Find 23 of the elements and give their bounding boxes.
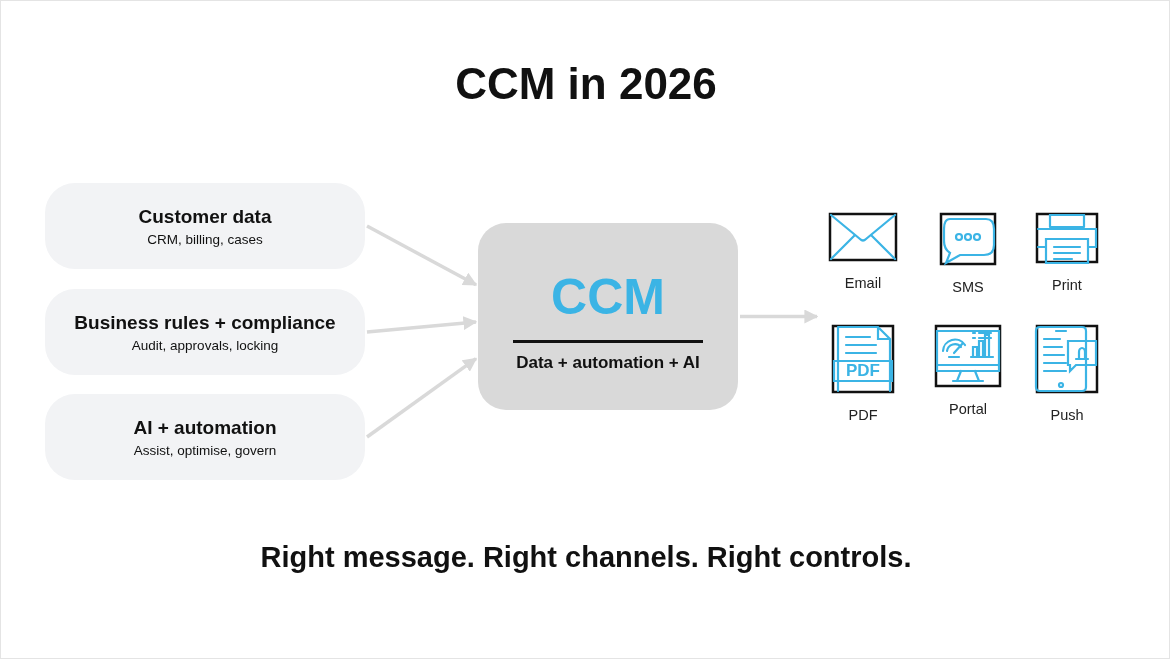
card-heading: AI + automation bbox=[133, 416, 277, 439]
arrow bbox=[366, 316, 478, 334]
card-heading: Customer data bbox=[138, 205, 272, 228]
channel-label: Portal bbox=[949, 401, 987, 417]
title: CCM in 2026 bbox=[454, 59, 718, 109]
core-box bbox=[478, 223, 738, 410]
card-heading: Business rules + compliance bbox=[74, 311, 336, 334]
icon-text: PDF bbox=[845, 361, 881, 381]
arrow bbox=[740, 309, 819, 324]
input-card bbox=[45, 394, 365, 480]
arrow bbox=[366, 224, 478, 287]
channel-label: Print bbox=[1052, 277, 1082, 293]
channel-label: PDF bbox=[848, 407, 878, 423]
arrow bbox=[365, 357, 478, 439]
box-subtitle: Data + automation + AI bbox=[516, 353, 700, 373]
channel-label: SMS bbox=[952, 279, 984, 295]
channel-label: Email bbox=[844, 275, 882, 291]
card-subtitle: Audit, approvals, locking bbox=[131, 337, 279, 353]
channel-label: Push bbox=[1050, 407, 1084, 423]
tagline: Right message. Right channels. Right controls. bbox=[259, 541, 913, 574]
card-subtitle: Assist, optimise, govern bbox=[133, 442, 277, 458]
box-heading: CCM bbox=[551, 268, 665, 326]
card-subtitle: CRM, billing, cases bbox=[147, 231, 263, 247]
